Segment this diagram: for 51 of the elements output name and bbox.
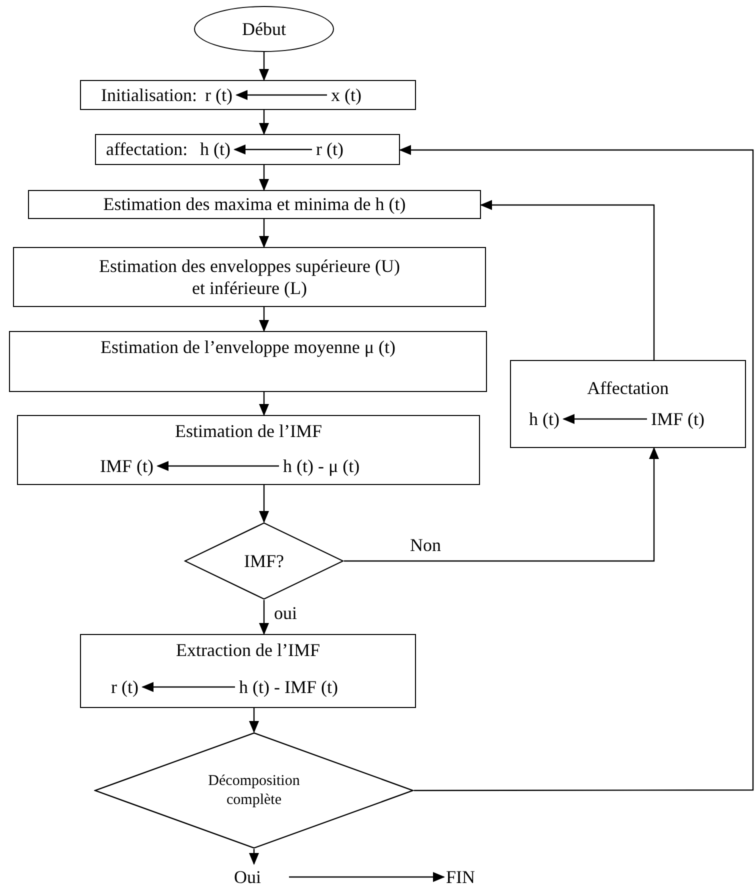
arrow	[141, 682, 235, 692]
arrow	[259, 219, 269, 248]
arrow	[259, 110, 269, 135]
process-box	[13, 247, 486, 307]
formula-text: h (t)	[200, 138, 230, 161]
process-box	[95, 134, 400, 165]
arrow	[562, 414, 647, 424]
arrow	[399, 145, 754, 792]
formula-text: Oui	[234, 866, 261, 888]
box-label: Estimation de l’IMF	[175, 420, 322, 442]
box-label: Décomposition complète	[207, 772, 301, 810]
box-label: Estimation de l’enveloppe moyenne μ (t)	[100, 336, 396, 358]
formula-text: r (t)	[111, 676, 138, 698]
box-label: Estimation des enveloppes supérieure (U) et inférieure (L)	[98, 254, 401, 300]
formula-text: IMF (t)	[100, 454, 154, 478]
formula-text: h (t) - μ (t)	[283, 454, 360, 478]
arrow	[344, 447, 659, 562]
process-box	[80, 80, 416, 110]
arrow	[156, 461, 279, 471]
arrow	[234, 144, 312, 154]
box-label: Estimation des maxima et minima de h (t)	[103, 193, 406, 216]
start-ellipse	[194, 6, 334, 52]
box-label: Affectation	[587, 377, 669, 400]
box-label: IMF?	[244, 550, 284, 572]
arrow	[259, 485, 269, 523]
process-box	[17, 415, 480, 485]
formula-text: IMF (t)	[651, 408, 704, 430]
formula-text: r (t)	[316, 138, 344, 161]
box-label: affectation:	[106, 138, 188, 161]
formula-text: h (t)	[529, 408, 560, 430]
box-label: Initialisation:	[101, 84, 197, 106]
arrow	[249, 708, 259, 733]
box-label: Extraction de l’IMF	[176, 639, 320, 662]
arrow	[259, 392, 269, 416]
arrow	[249, 849, 259, 865]
process-box	[510, 360, 746, 448]
arrow	[235, 90, 327, 100]
arrow	[259, 307, 269, 332]
formula-text: x (t)	[331, 84, 362, 106]
formula-text: FIN	[446, 866, 476, 888]
process-box	[28, 190, 481, 219]
formula-text: r (t)	[205, 84, 232, 106]
process-box	[9, 331, 487, 392]
arrow	[480, 200, 655, 360]
box-label: Début	[242, 18, 286, 40]
arrow	[259, 600, 269, 635]
process-box	[80, 634, 416, 708]
arrow	[289, 872, 445, 882]
formula-text: h (t) - IMF (t)	[239, 676, 338, 698]
arrow	[259, 52, 269, 81]
arrow	[259, 165, 269, 191]
